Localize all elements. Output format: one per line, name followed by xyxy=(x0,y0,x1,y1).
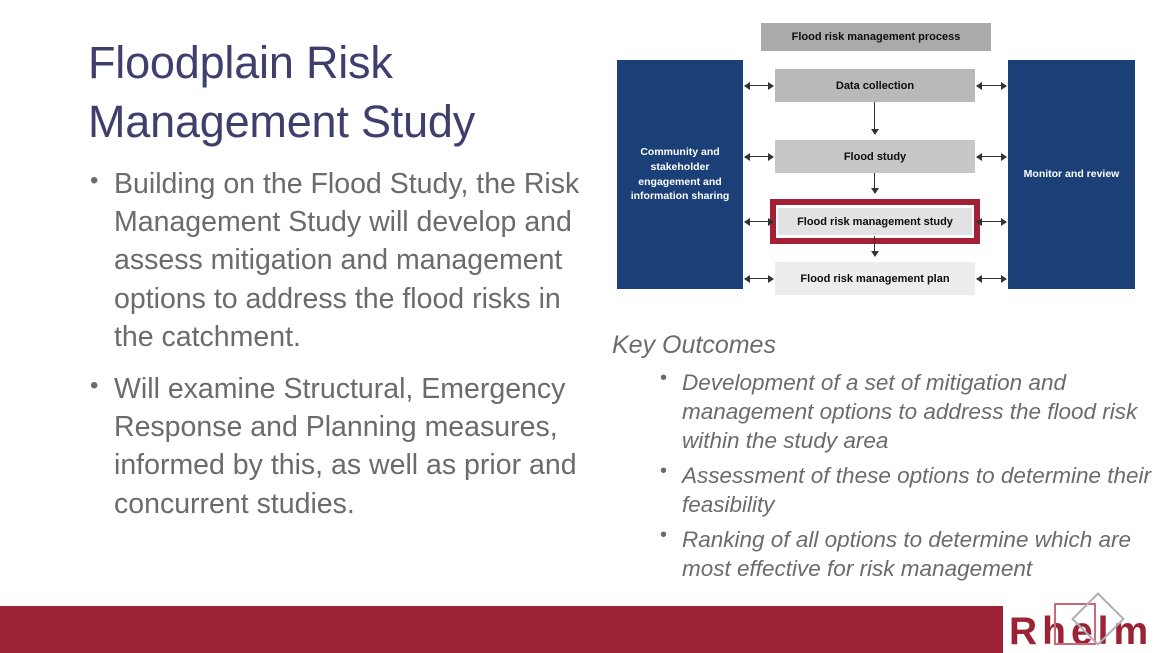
diagram-step-label: Data collection xyxy=(835,79,915,92)
list-item: • Will examine Structural, Emergency Res… xyxy=(88,370,593,523)
key-outcomes-section: Key Outcomes • Development of a set of m… xyxy=(612,330,1152,589)
diagram-step-label: Flood study xyxy=(843,150,907,163)
diagram-header-label: Flood risk management process xyxy=(791,31,961,43)
list-item: • Development of a set of mitigation and… xyxy=(660,367,1152,455)
diagram-step-label: Flood risk management plan xyxy=(800,272,950,285)
bullet-glyph-icon: • xyxy=(90,167,99,194)
bullet-glyph-icon: • xyxy=(90,371,99,399)
logo-square-icon xyxy=(1054,603,1096,645)
key-outcomes-list: • Development of a set of mitigation and… xyxy=(612,367,1152,583)
list-item-text: Building on the Flood Study, the Risk Ma… xyxy=(114,168,580,353)
diagram-arrow-bidirectional-icon xyxy=(744,152,774,161)
diagram-step-flood-risk-management-study: Flood risk management study xyxy=(778,208,972,235)
list-item: • Building on the Flood Study, the Risk … xyxy=(88,165,593,356)
diagram-panel-community-engagement: Community and stakeholder engagement and… xyxy=(617,60,743,289)
list-item-text: Assessment of these options to determine… xyxy=(682,463,1151,518)
diagram-step-flood-risk-management-plan: Flood risk management plan xyxy=(775,262,975,295)
diagram-arrow-bidirectional-icon xyxy=(744,274,774,283)
diagram-arrow-down-icon xyxy=(870,236,879,257)
footer-accent-bar xyxy=(0,606,1003,653)
body-bullet-list: • Building on the Flood Study, the Risk … xyxy=(88,165,593,523)
diagram-step-flood-study: Flood study xyxy=(775,140,975,173)
diagram-arrow-bidirectional-icon xyxy=(744,81,774,90)
diagram-step-label: Flood risk management study xyxy=(797,215,953,228)
key-outcomes-heading: Key Outcomes xyxy=(612,331,776,359)
diagram-arrow-bidirectional-icon xyxy=(744,217,774,226)
list-item-text: Will examine Structural, Emergency Respo… xyxy=(114,372,577,520)
page-title: Floodplain Risk Management Study xyxy=(88,37,476,147)
diagram-panel-label: Monitor and review xyxy=(1023,168,1120,181)
diagram-arrow-down-icon xyxy=(870,102,879,135)
diagram-arrow-bidirectional-icon xyxy=(976,81,1007,90)
diagram-arrow-bidirectional-icon xyxy=(976,152,1007,161)
flood-risk-management-process-diagram: Community and stakeholder engagement and… xyxy=(614,14,1138,296)
list-item-text: Development of a set of mitigation and m… xyxy=(682,370,1138,454)
diagram-arrow-bidirectional-icon xyxy=(976,217,1007,226)
list-item: • Ranking of all options to determine wh… xyxy=(660,524,1152,583)
bullet-glyph-icon: • xyxy=(660,367,668,389)
diagram-panel-monitor-and-review: Monitor and review xyxy=(1008,60,1135,289)
bullet-glyph-icon: • xyxy=(660,460,668,483)
rhelm-logo: Rhelm xyxy=(1006,592,1161,653)
diagram-header-box: Flood risk management process xyxy=(761,23,991,51)
diagram-step-data-collection: Data collection xyxy=(775,69,975,102)
diagram-panel-label: Community and stakeholder engagement and… xyxy=(630,145,730,203)
list-item-text: Ranking of all options to determine whic… xyxy=(682,527,1132,582)
left-content-column: Floodplain Risk Management Study • Build… xyxy=(88,34,593,537)
list-item: • Assessment of these options to determi… xyxy=(660,460,1152,519)
diagram-arrow-bidirectional-icon xyxy=(976,274,1007,283)
diagram-arrow-down-icon xyxy=(870,173,879,194)
bullet-glyph-icon: • xyxy=(660,524,668,547)
